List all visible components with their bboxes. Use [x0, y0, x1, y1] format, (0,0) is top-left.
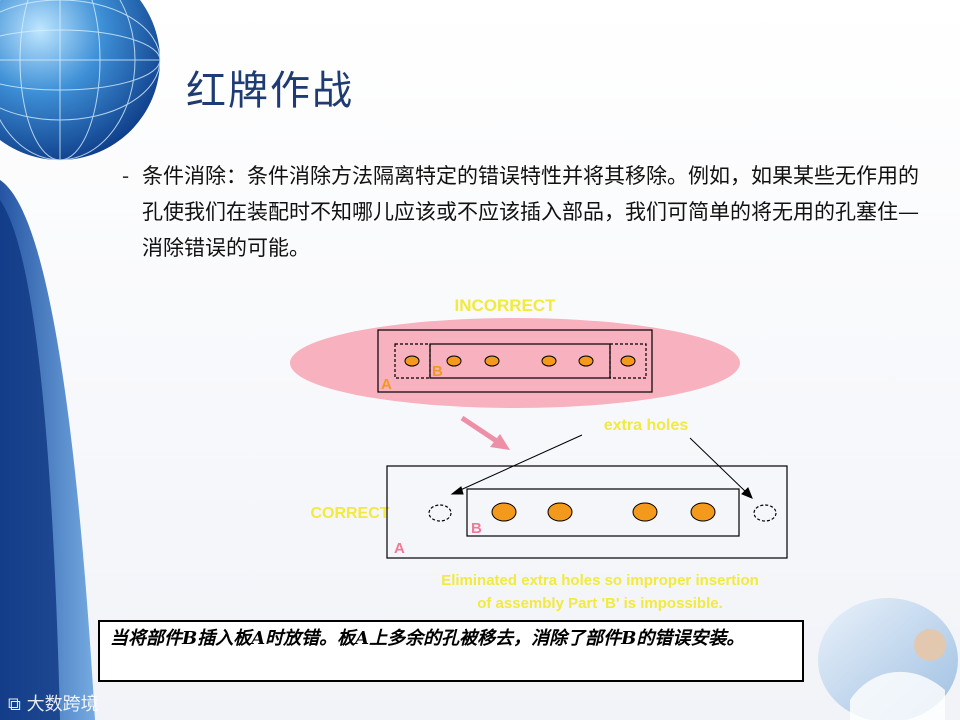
- correct-hole-2: [547, 502, 573, 522]
- correct-part-b: [466, 488, 740, 537]
- watermark-text: 大数跨境: [26, 694, 99, 715]
- incorrect-hole-4: [541, 355, 557, 367]
- watermark: ⧉ 大数跨境: [8, 690, 99, 716]
- elimination-note-line1: Eliminated extra holes so improper inser…: [441, 572, 759, 589]
- extra-holes-label: extra holes: [604, 417, 689, 434]
- incorrect-label-a: A: [381, 376, 392, 393]
- incorrect-hole-1: [404, 355, 420, 367]
- correct-removed-hole-right: [753, 504, 777, 522]
- slide-title: 红牌作战: [186, 68, 354, 114]
- bullet-dash: -: [122, 164, 130, 188]
- incorrect-extra-hole-box-right: [609, 343, 647, 379]
- watermark-logo-icon: ⧉: [8, 694, 27, 715]
- bullet-paragraph: - 条件消除：条件消除方法隔离特定的错误特性并将其移除。例如，如果某些无作用的孔…: [122, 158, 922, 266]
- correct-label: CORRECT: [310, 505, 389, 522]
- correct-hole-3: [632, 502, 658, 522]
- incorrect-board-a: [377, 329, 653, 393]
- bullet-text: 条件消除：条件消除方法隔离特定的错误特性并将其移除。例如，如果某些无作用的孔使我…: [142, 164, 919, 260]
- incorrect-highlight-ellipse: [290, 318, 740, 408]
- correct-label-a: A: [394, 540, 405, 557]
- elimination-note-line2: of assembly Part 'B' is impossible.: [477, 595, 723, 612]
- transition-arrow: [460, 415, 510, 450]
- correct-hole-4: [690, 502, 716, 522]
- correct-label-b: B: [471, 520, 482, 537]
- incorrect-hole-5: [578, 355, 594, 367]
- incorrect-label-b: B: [432, 363, 443, 380]
- incorrect-hole-6: [620, 355, 636, 367]
- incorrect-extra-hole-box-left: [394, 343, 431, 379]
- incorrect-hole-2: [446, 355, 462, 367]
- correct-board-a: [386, 465, 788, 559]
- correct-hole-1: [491, 502, 517, 522]
- incorrect-label: INCORRECT: [454, 296, 556, 315]
- incorrect-hole-3: [484, 355, 500, 367]
- correct-removed-hole-left: [428, 504, 452, 522]
- caption-box: 当将部件B插入板A时放错。板A上多余的孔被移去，消除了部件B的错误安装。: [98, 620, 804, 682]
